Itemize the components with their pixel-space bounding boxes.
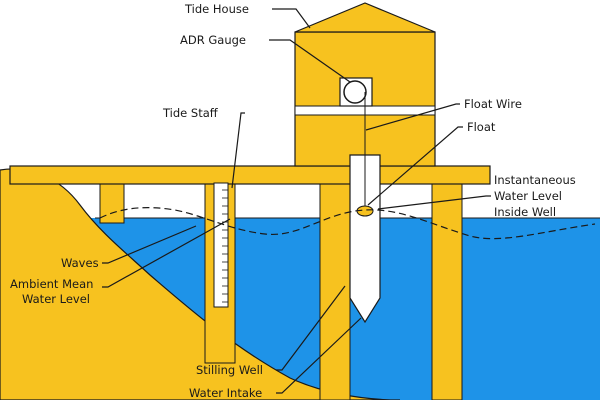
label-instantaneous-1: Instantaneous	[494, 173, 576, 187]
label-float: Float	[467, 120, 496, 134]
label-ambient-1: Ambient Mean	[10, 277, 93, 291]
wave-line	[99, 207, 596, 240]
leader-float-wire	[365, 103, 460, 131]
label-waves: Waves	[61, 256, 99, 270]
piling	[431, 182, 463, 400]
leader-tide-house	[272, 8, 311, 29]
leader-stilling-well	[276, 285, 346, 371]
leader-instantaneous	[377, 195, 491, 210]
label-tide-staff: Tide Staff	[162, 106, 219, 120]
adr-gauge-drum	[343, 80, 367, 104]
leader-tide-staff	[231, 112, 245, 189]
adr-gauge-device	[339, 77, 373, 107]
stilling-well	[349, 154, 381, 324]
label-tide-house: Tide House	[184, 2, 249, 16]
tide-staff-board	[213, 182, 229, 308]
leader-waves	[102, 225, 197, 264]
leader-adr-gauge	[269, 39, 351, 83]
label-float-wire: Float Wire	[464, 97, 522, 111]
label-instantaneous-2: Water Level	[494, 189, 562, 203]
label-ambient-2: Water Level	[22, 292, 90, 306]
pier-deck	[9, 165, 491, 185]
label-water-intake: Water Intake	[189, 386, 262, 400]
tide-staff-ticks	[222, 189, 228, 303]
label-adr-gauge: ADR Gauge	[180, 33, 246, 47]
leader-water-intake	[276, 317, 362, 394]
leader-lines	[102, 8, 491, 394]
label-stilling-well: Stilling Well	[196, 363, 263, 377]
tide-staff	[213, 182, 229, 308]
leader-ambient	[102, 218, 231, 288]
piling	[99, 182, 125, 224]
tide-house-roof	[294, 2, 436, 33]
leader-float	[367, 126, 463, 206]
label-instantaneous-3: Inside Well	[494, 205, 556, 219]
